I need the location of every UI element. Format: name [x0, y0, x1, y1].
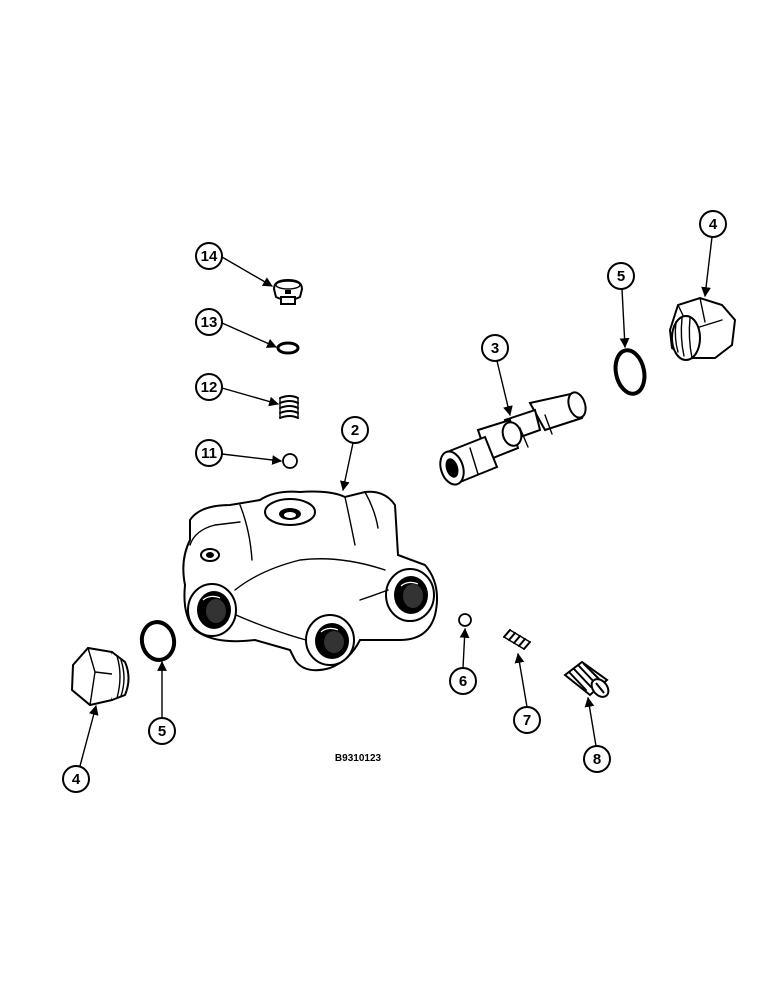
part-5-top-seal: [613, 348, 647, 396]
svg-text:6: 6: [459, 673, 467, 690]
svg-text:2: 2: [351, 422, 359, 439]
callout-5-bottom: 5: [148, 717, 176, 745]
callout-11: 11: [195, 439, 223, 467]
callout-5-top: 5: [607, 262, 635, 290]
svg-text:12: 12: [201, 379, 218, 396]
part-14-plug: [272, 278, 304, 305]
callout-4-bottom: 4: [62, 765, 90, 793]
part-7-spring: [503, 629, 531, 650]
callout-13: 13: [195, 308, 223, 336]
figure-code: B9310123: [335, 753, 382, 764]
svg-text:4: 4: [72, 771, 81, 788]
svg-text:7: 7: [523, 712, 531, 729]
part-8-screw: [563, 660, 610, 698]
part-2-valve-body: [182, 490, 438, 672]
callout-6: 6: [449, 667, 477, 695]
callout-4-top: 4: [699, 210, 727, 238]
part-5-bottom-seal: [139, 620, 177, 662]
svg-text:4: 4: [709, 216, 718, 233]
svg-text:13: 13: [201, 314, 218, 331]
svg-text:5: 5: [158, 723, 166, 740]
svg-text:3: 3: [491, 340, 499, 357]
svg-text:14: 14: [201, 248, 218, 265]
svg-text:8: 8: [593, 751, 601, 768]
part-4-top-plug: [668, 296, 737, 361]
part-13-washer: [276, 341, 300, 355]
callout-14: 14: [195, 242, 223, 270]
part-11-ball: [282, 453, 298, 469]
callout-3: 3: [481, 334, 509, 362]
part-6-ball: [458, 613, 472, 627]
callout-12: 12: [195, 373, 223, 401]
part-4-bottom-plug: [70, 646, 130, 707]
callout-7: 7: [513, 706, 541, 734]
callout-8: 8: [583, 745, 611, 773]
svg-text:11: 11: [201, 445, 217, 462]
leader-lines: [79, 236, 713, 767]
callout-2: 2: [341, 416, 369, 444]
part-3-spool: [439, 391, 587, 486]
svg-text:5: 5: [617, 268, 625, 285]
part-12-spring: [279, 395, 299, 419]
